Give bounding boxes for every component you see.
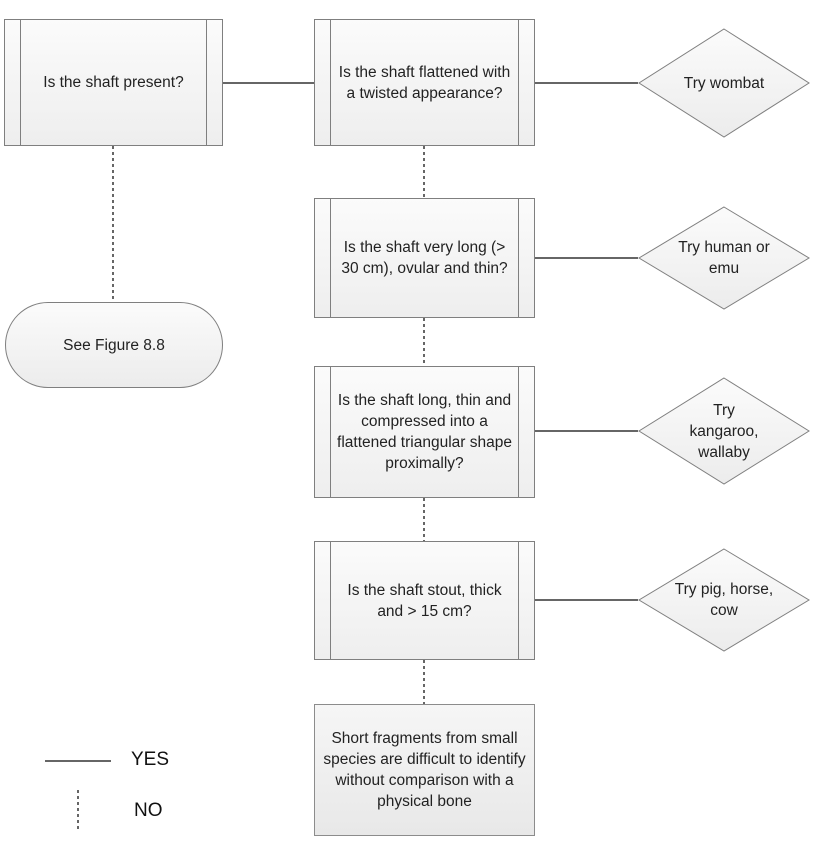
outcome-human-emu-label: Try human or emu (678, 239, 770, 277)
question-shaft-flattened: Is the shaft flattened with a twisted ap… (314, 19, 535, 146)
diamond-shape (638, 28, 810, 138)
question-shaft-present-label: Is the shaft present? (43, 74, 184, 91)
legend-yes-label: YES (131, 749, 170, 770)
diamond-shape (638, 548, 810, 652)
outcome-kangaroo-wallaby: Try kangaroo, wallaby (638, 377, 810, 485)
legend-no-label: NO (134, 800, 163, 821)
outcome-human-emu: Try human or emu (638, 206, 810, 310)
outcome-wombat-label: Try wombat (683, 74, 765, 92)
question-shaft-long-thin-label: Is the shaft long, thin and compressed i… (337, 392, 512, 472)
question-shaft-long-thin: Is the shaft long, thin and compressed i… (314, 366, 535, 498)
question-shaft-stout: Is the shaft stout, thick and > 15 cm? (314, 541, 535, 660)
outcome-pig-horse-cow: Try pig, horse, cow (638, 548, 810, 652)
question-shaft-present: Is the shaft present? (4, 19, 223, 146)
question-shaft-very-long: Is the shaft very long (> 30 cm), ovular… (314, 198, 535, 318)
outcome-kangaroo-wallaby-label: Try kangaroo, wallaby (689, 401, 759, 461)
question-shaft-stout-label: Is the shaft stout, thick and > 15 cm? (347, 581, 502, 620)
see-figure-label: See Figure 8.8 (63, 336, 165, 354)
see-figure-terminal: See Figure 8.8 (5, 302, 223, 388)
outcome-pig-horse-cow-label: Try pig, horse, cow (674, 581, 774, 619)
diamond-shape (638, 206, 810, 310)
diamond-shape (638, 377, 810, 485)
short-fragments-label: Short fragments from small species are d… (323, 730, 526, 810)
short-fragments-box: Short fragments from small species are d… (314, 704, 535, 836)
question-shaft-very-long-label: Is the shaft very long (> 30 cm), ovular… (341, 239, 508, 277)
question-shaft-flattened-label: Is the shaft flattened with a twisted ap… (338, 63, 511, 102)
outcome-wombat: Try wombat (638, 28, 810, 138)
